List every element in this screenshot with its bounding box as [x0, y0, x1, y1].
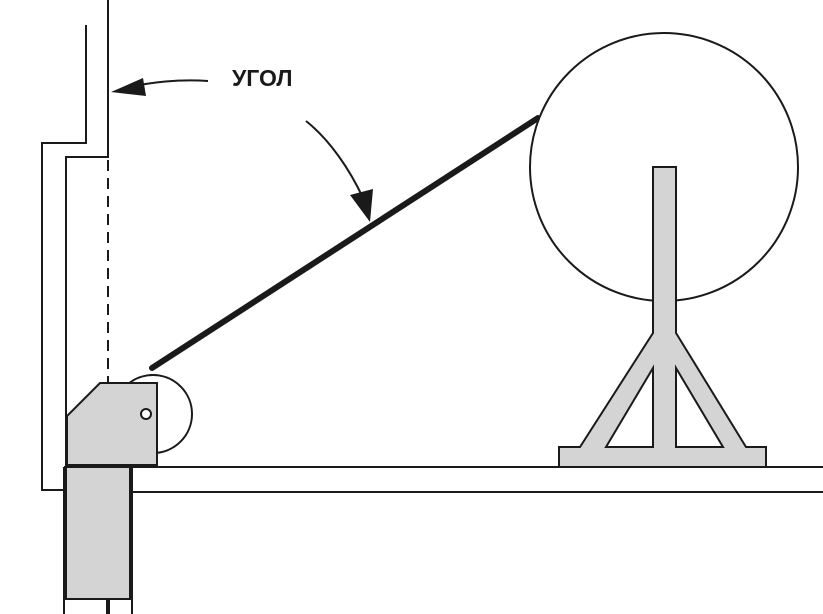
arrowheads	[111, 78, 373, 222]
arrowhead-to-vertical-icon	[111, 78, 146, 96]
floor	[64, 466, 823, 493]
angle-arrows	[125, 79, 364, 199]
bracket-bolt	[140, 408, 152, 420]
reel-stand	[558, 166, 767, 468]
cable	[149, 115, 541, 371]
guide-pipe	[63, 466, 133, 614]
angle-label: УГОЛ	[232, 65, 293, 91]
roller-bracket	[66, 382, 158, 466]
arrowhead-to-cable-icon	[350, 189, 373, 222]
shaft-wall	[41, 0, 109, 491]
